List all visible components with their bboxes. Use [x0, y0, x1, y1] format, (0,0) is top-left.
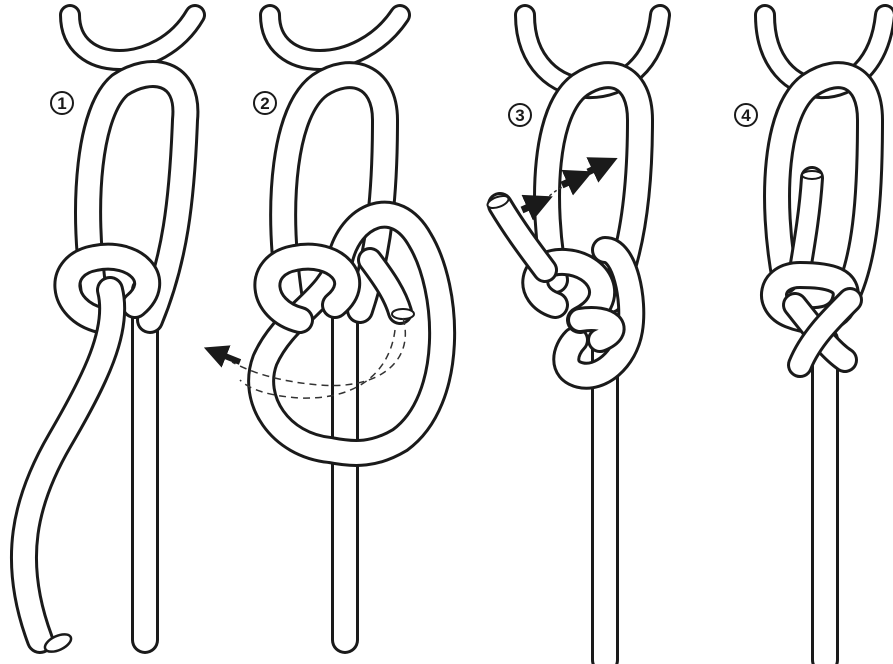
step-3-panel: 3: [486, 15, 660, 660]
working-end-1: [24, 290, 112, 640]
direction-arrow-2: [215, 352, 240, 362]
step-4-panel: 4: [735, 15, 885, 660]
rope-end-cut-2: [392, 309, 414, 319]
ring-1: [70, 15, 195, 60]
working-end-4: [800, 178, 812, 270]
direction-arrow-3b: [562, 177, 580, 185]
step-2-panel: 2: [215, 15, 442, 640]
direction-arrow-3c: [588, 164, 605, 172]
step-badge-2: 2: [254, 92, 276, 114]
step-1-panel: 1: [24, 15, 195, 655]
step-number-2: 2: [260, 94, 269, 113]
knot-4: [774, 275, 850, 365]
step-badge-4: 4: [735, 104, 757, 126]
step-number-3: 3: [515, 106, 524, 125]
ring-2: [270, 15, 400, 60]
rope-end-cut-4: [802, 171, 822, 179]
step-number-4: 4: [741, 106, 751, 125]
step-badge-3: 3: [509, 104, 531, 126]
step-number-1: 1: [57, 94, 66, 113]
step-badge-1: 1: [51, 92, 73, 114]
